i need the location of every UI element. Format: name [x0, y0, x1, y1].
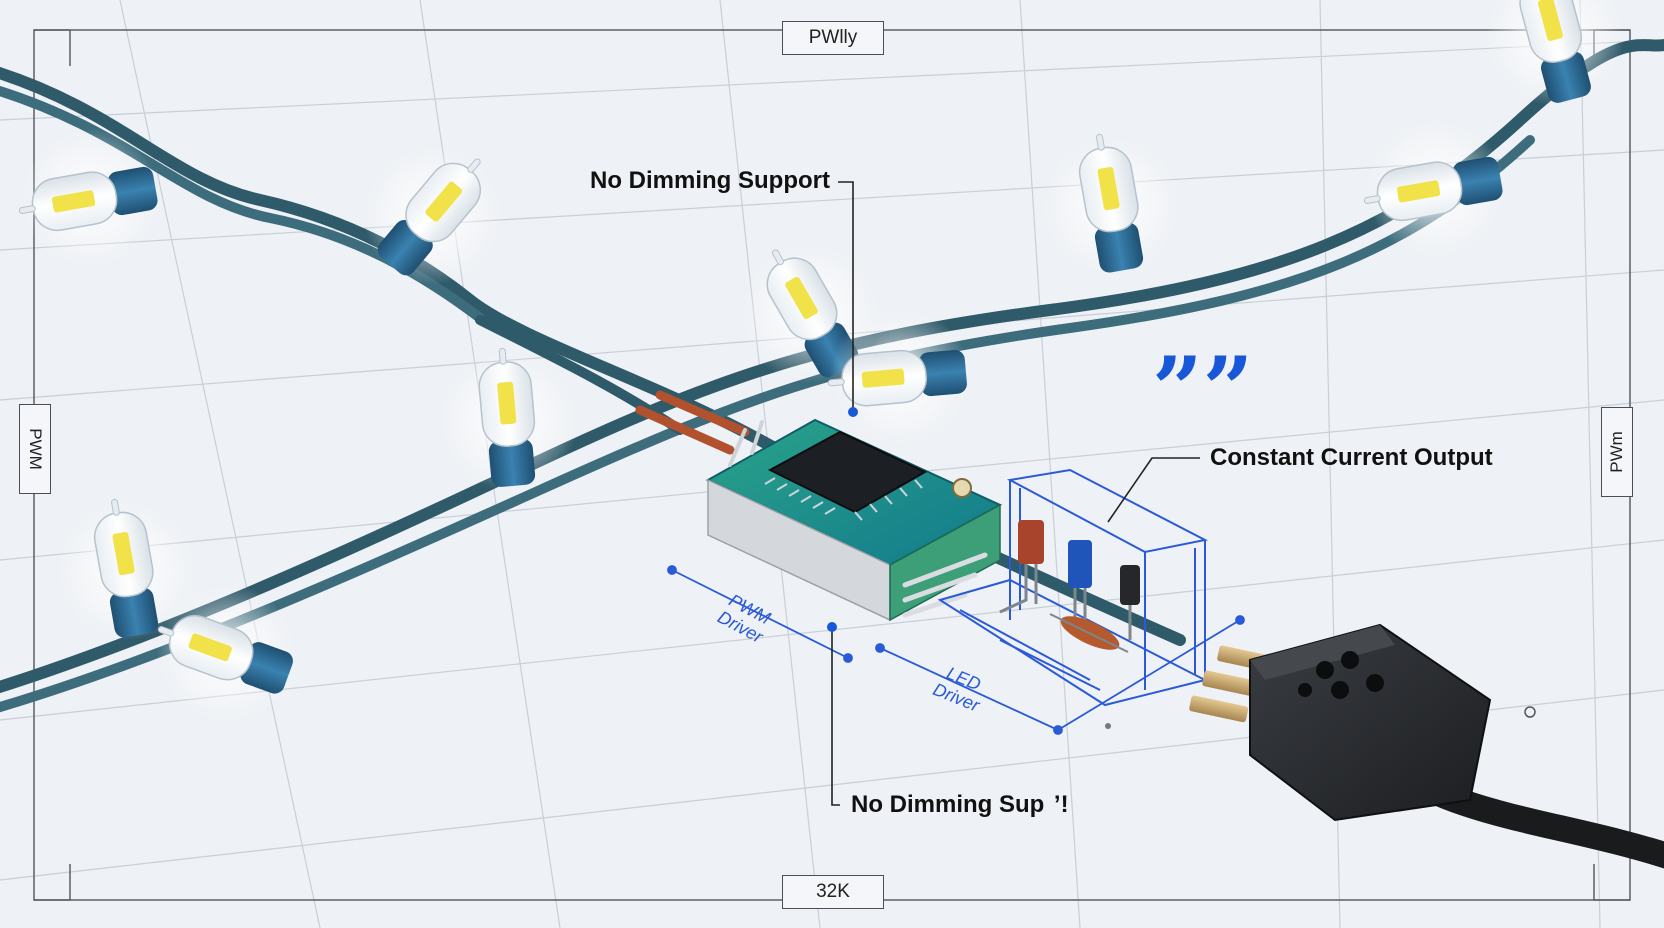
dimension-lines — [667, 565, 1245, 735]
frame-right-label: PWm — [1601, 407, 1633, 497]
frame-left-label-text: PWM — [26, 428, 46, 470]
callout-leaders — [827, 181, 1200, 806]
power-plug-icon — [1189, 623, 1664, 869]
frame-top-label: PWlly — [782, 21, 884, 55]
marker-dot — [1105, 723, 1111, 729]
callout-no-dimming-top: No Dimming Support — [590, 167, 830, 194]
quote-mark-icon: ”” — [1152, 337, 1254, 441]
microcontroller-icon — [705, 418, 1003, 622]
marker-circle — [1524, 706, 1536, 718]
frame-bottom-label: 32K — [782, 875, 884, 909]
frame-right-label-text: PWm — [1607, 431, 1627, 473]
frame-left-label: PWM — [19, 404, 51, 494]
callout-constant-current: Constant Current Output — [1210, 444, 1493, 471]
electronic-components — [999, 520, 1140, 653]
callout-no-dimming-bottom: No Dimming Sup ’! — [851, 791, 1069, 818]
